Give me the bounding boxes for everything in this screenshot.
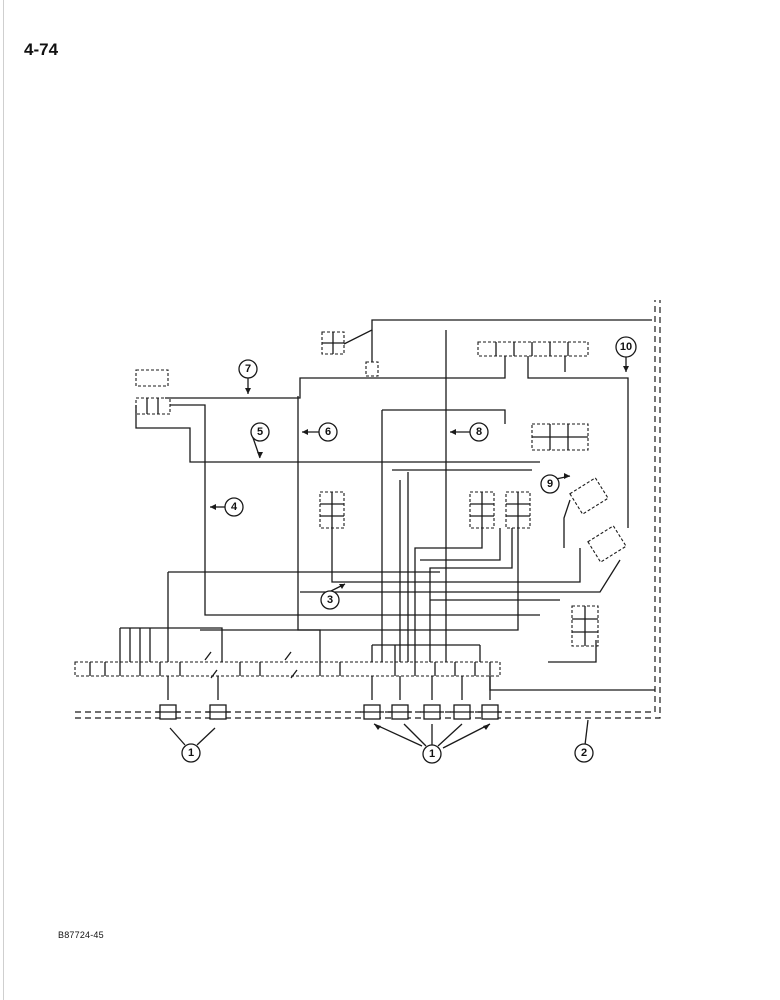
couplers-right (360, 704, 502, 720)
callout-1-left-label: 1 (188, 747, 194, 759)
hydraulic-lines (119, 319, 655, 700)
relief-valve-left (135, 369, 171, 415)
callout-1-right: 1 (422, 744, 442, 764)
couplers-left (156, 704, 230, 720)
figure-code: B87724-45 (58, 930, 104, 940)
page-number: 4-74 (24, 40, 59, 59)
callout-9: 9 (540, 474, 560, 494)
callout-10: 10 (615, 336, 637, 358)
angled-valve-lower (587, 525, 627, 563)
leader-lines (169, 356, 627, 749)
callout-6-label: 6 (325, 426, 331, 438)
valve-stack-left (319, 491, 345, 529)
angled-valve-upper (569, 477, 609, 515)
callout-1-left: 1 (181, 743, 201, 763)
callout-6: 6 (318, 422, 338, 442)
page-binding-edge (3, 0, 4, 1000)
callout-9-label: 9 (547, 478, 553, 490)
valve-stack-center-a (469, 491, 495, 529)
callout-4-label: 4 (231, 501, 238, 513)
callout-3-label: 3 (327, 594, 333, 606)
valve-stack-center-b (505, 491, 531, 529)
callout-7-label: 7 (245, 363, 251, 375)
arrowheads (210, 366, 629, 730)
upper-valve-block (477, 341, 589, 357)
callout-5: 5 (250, 422, 270, 442)
callout-2-label: 2 (581, 747, 587, 759)
callout-5-label: 5 (257, 426, 263, 438)
callout-3: 3 (320, 590, 340, 610)
pilot-valve-top (321, 331, 345, 355)
callout-7: 7 (238, 359, 258, 379)
callout-8: 8 (469, 422, 489, 442)
callout-10-label: 10 (620, 341, 632, 353)
callout-2: 2 (574, 743, 594, 763)
callout-4: 4 (224, 497, 244, 517)
callout-8-label: 8 (476, 426, 482, 438)
valve-stack-middle (531, 423, 589, 451)
pilot-check-small (365, 361, 379, 377)
manifold-bar (74, 651, 501, 679)
callout-1-right-label: 1 (429, 748, 435, 760)
valve-stack-right (571, 605, 599, 647)
return-line-dashed (75, 300, 661, 719)
